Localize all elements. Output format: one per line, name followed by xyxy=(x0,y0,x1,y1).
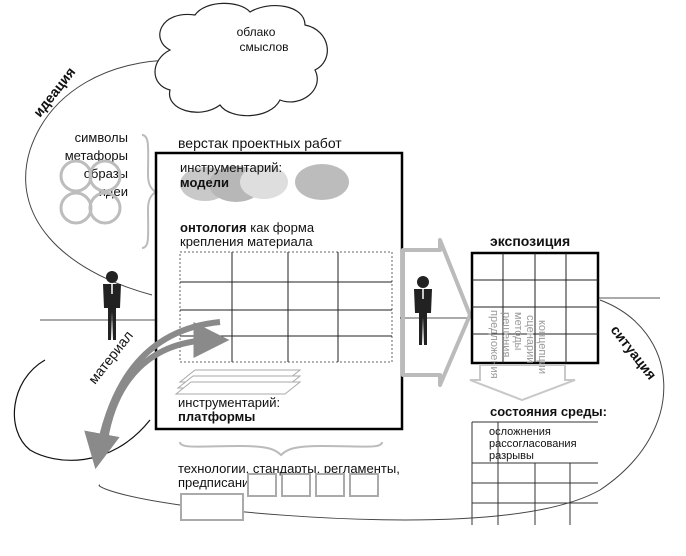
person-icon-right xyxy=(414,276,432,345)
ideation-curve xyxy=(25,59,176,296)
person-icon-left xyxy=(103,271,121,340)
ontology-rest: как форма xyxy=(247,220,315,235)
environment-item-1: осложнения xyxy=(489,426,551,438)
environment-title: состояния среды: xyxy=(490,404,607,419)
exposition-down-arrow xyxy=(469,364,576,402)
material-arrow-outer xyxy=(84,319,221,470)
technology-boxes xyxy=(180,473,379,521)
symbol-circles xyxy=(59,159,122,225)
exposition-item-2: решения xyxy=(500,312,512,357)
tools-models-line2: модели xyxy=(180,175,229,190)
workbench-title: верстак проектных работ xyxy=(178,135,342,151)
ontology-grid xyxy=(179,251,393,363)
symbol-2: метафоры xyxy=(65,148,128,163)
exposition-item-4: сценарии xyxy=(524,315,536,363)
technologies-brace xyxy=(179,441,383,457)
ontology-line2: крепления материала xyxy=(180,234,313,249)
exposition-title: экспозиция xyxy=(490,233,570,249)
material-arrow-inner xyxy=(102,322,230,441)
ontology-line1: онтология как форма xyxy=(180,220,315,235)
tools-models-line1: инструментарий: xyxy=(180,160,282,175)
exposition-item-3: методы xyxy=(512,312,524,351)
exposition-item-1: предложения xyxy=(488,310,500,379)
environment-grid xyxy=(471,421,598,525)
label-situation: ситуация xyxy=(608,322,660,383)
models-ellipses xyxy=(180,164,349,202)
symbols-brace xyxy=(141,134,159,249)
symbol-3: образы xyxy=(84,166,128,181)
cloud-line-1: облако xyxy=(237,25,276,39)
ontology-bold: онтология xyxy=(180,220,247,235)
exposition-item-5: концепции xyxy=(536,320,548,374)
workbench-to-exposition-arrow xyxy=(401,238,472,387)
symbol-4: идеи xyxy=(99,184,128,199)
situation-curve xyxy=(98,299,665,521)
technologies-line2: предписания xyxy=(178,475,256,490)
exposition-grid xyxy=(470,251,600,365)
technologies-line1: технологии, стандарты, регламенты, xyxy=(178,461,400,476)
cloud-of-meanings: облако смыслов xyxy=(154,2,328,117)
tools-platforms-line2: платформы xyxy=(178,409,255,424)
tools-platforms-line1: инструментарий: xyxy=(178,395,280,410)
cloud-line-2: смыслов xyxy=(239,40,288,54)
symbol-1: символы xyxy=(75,130,128,145)
environment-item-2: рассогласования xyxy=(489,438,577,450)
environment-item-3: разрывы xyxy=(489,450,534,462)
platform-layers xyxy=(174,369,302,395)
